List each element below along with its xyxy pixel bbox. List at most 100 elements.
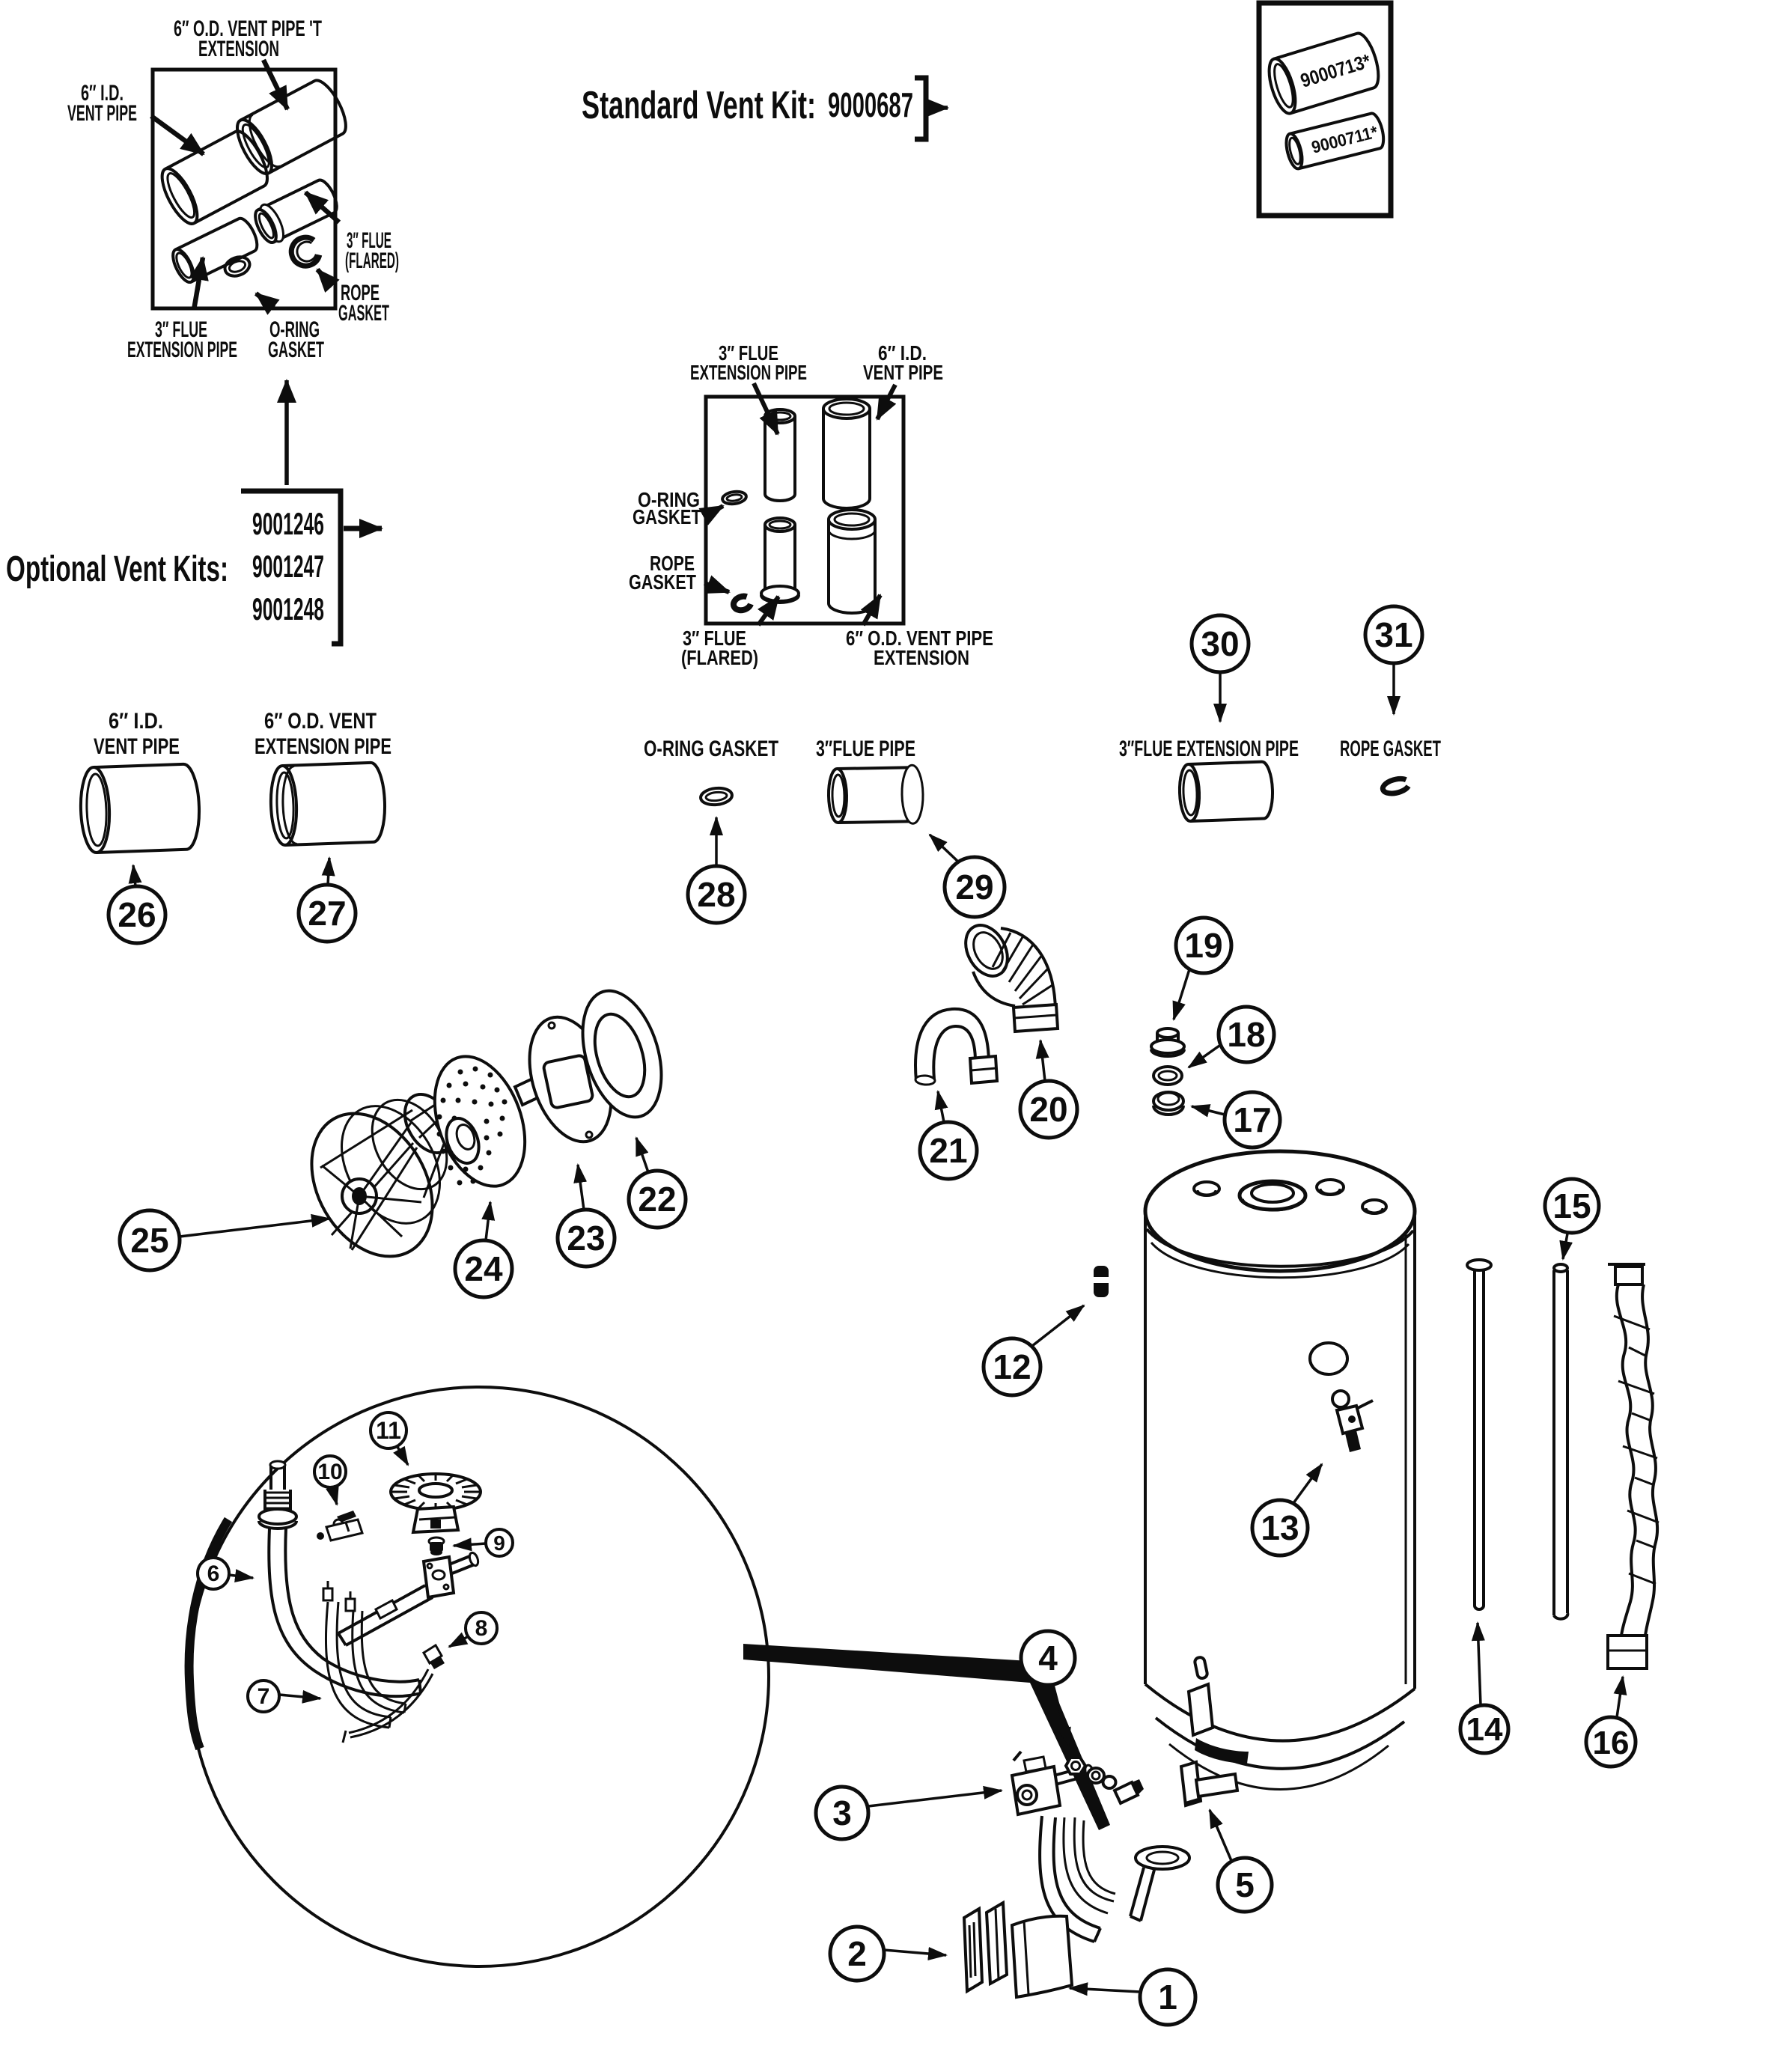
arrow-od-ext [860,594,883,627]
part-2-inner-door [962,1900,1009,1994]
label-oring-2: GASKET [633,505,701,528]
part-29-pipe [826,764,924,825]
part-21-elbow [914,1007,999,1086]
callout-22: 22 [627,1136,688,1230]
optional-kits-title: Optional Vent Kits: [6,549,228,589]
parts-row: 6″ I.D. VENT PIPE 6″ O.D. VENT EXTENSION… [79,604,1441,945]
callout-6: 6 [196,1556,255,1591]
part-15-dip-tube: 15 [1543,1177,1601,1621]
svg-text:16: 16 [1593,1725,1630,1761]
burner-cone [1129,1845,1191,1922]
part-12-plug: 12 [981,1266,1109,1398]
svg-text:4: 4 [1038,1639,1058,1677]
callout-17: 17 [1190,1090,1282,1150]
part-26-pipe [79,762,201,854]
arrow-id-vent [875,383,897,421]
part-8-igniter-wire [341,1643,445,1743]
svg-text:25: 25 [130,1221,168,1260]
part-4-fittings [1064,1756,1144,1805]
magnifier-wedge [743,1644,1110,1830]
svg-text:21: 21 [929,1131,967,1170]
callout-15: 15 [1543,1177,1601,1261]
arrow-flue-ext [752,382,780,436]
standard-vent-kit-title: Standard Vent Kit: 9000687 [582,75,949,142]
callout-21: 21 [918,1090,979,1181]
svg-text:13: 13 [1261,1508,1299,1547]
part-20-corrugated-elbow [964,924,1060,1034]
gas-control-group: 3 4 2 1 [814,1629,1198,2027]
part-16-flue-baffle: 16 [1584,1263,1660,1769]
svg-text:9: 9 [493,1532,505,1555]
burner-detail-circle: 6 7 8 9 10 11 [184,1386,1110,1968]
part-19-bushing [1150,1027,1186,1058]
svg-text:6: 6 [207,1561,220,1586]
label-26-1: 6″ I.D. [109,709,163,734]
label-26-2: VENT PIPE [94,734,180,759]
label-flue-ext-1: 3″ FLUE [719,341,778,365]
label-id-vent-1: 6″ I.D. [878,341,927,365]
callout-24: 24 [453,1201,514,1299]
svg-text:20: 20 [1029,1090,1067,1129]
label-id-vent-1: 6″ I.D. [81,81,124,106]
svg-text:28: 28 [697,875,735,914]
svg-text:19: 19 [1184,926,1222,965]
part-5-bracket [1179,1760,1240,1808]
svg-text:11: 11 [376,1417,401,1444]
label-rope-1: ROPE [341,281,380,305]
tank-dark-slot [1195,1738,1249,1764]
standard-kit-number: 9000687 [828,85,913,124]
tank-top-fittings [1192,1178,1388,1215]
callout-16: 16 [1584,1675,1638,1769]
svg-text:1: 1 [1158,1978,1177,2017]
kit-number-1: 9001246 [252,506,324,541]
label-28: O-RING GASKET [644,737,778,761]
label-flue-flared-2: (FLARED) [681,646,758,669]
blower-assembly: 25 24 23 22 21 20 [118,915,1282,1299]
part-27-pipe [269,761,387,847]
part-28-oring [699,786,734,807]
label-oring-1: O-RING [638,488,700,511]
label-flue-flared-1: 3″ FLUE [347,228,391,253]
callout-12: 12 [981,1304,1085,1398]
svg-text:26: 26 [118,895,156,934]
callout-20: 20 [1018,1039,1079,1140]
tank-oval-opening [1308,1341,1349,1376]
arrow-id-vent [150,114,205,156]
part-1-outer-door [1010,1914,1074,1999]
bracket [241,488,344,647]
standard-kit-box: 9000713* 9000711* [1256,0,1394,219]
label-rope-2: GASKET [629,570,696,594]
svg-text:27: 27 [308,894,346,933]
label-30: 3″FLUE EXTENSION PIPE [1119,737,1299,761]
svg-text:8: 8 [475,1616,488,1641]
arrow-flue-flared [303,190,341,225]
arrow-od-ext [261,58,290,111]
arrow-flue-ext [189,256,209,311]
label-oring-1: O-RING [269,317,320,342]
rope-gasket-small [730,593,754,614]
svg-text:31: 31 [1374,615,1412,654]
part-9-orifice [427,1536,445,1555]
label-27-1: 6″ O.D. VENT [264,709,377,734]
cyl-6id-vent [822,397,871,510]
callout-10: 10 [313,1454,347,1506]
callout-18: 18 [1187,1005,1276,1069]
callout-7: 7 [246,1679,322,1713]
callout-13: 13 [1250,1463,1323,1558]
part-14-anode-rod: 14 [1458,1258,1511,1755]
callout-2: 2 [828,1924,948,1983]
arrow-rope [703,575,731,594]
label-flue-flared-1: 3″ FLUE [683,627,746,650]
svg-text:29: 29 [955,868,993,906]
oring-gasket [223,255,252,278]
burner-manifold [337,1551,480,1647]
svg-text:22: 22 [638,1180,676,1219]
svg-text:15: 15 [1552,1186,1591,1225]
callout-23: 23 [555,1163,617,1269]
tank-window [1186,1682,1215,1737]
part-22-gasket-ring [581,989,663,1119]
svg-text:2: 2 [847,1934,867,1973]
callout-3: 3 [814,1785,1003,1841]
callout-5: 5 [1208,1808,1274,1914]
svg-text:30: 30 [1201,624,1239,663]
